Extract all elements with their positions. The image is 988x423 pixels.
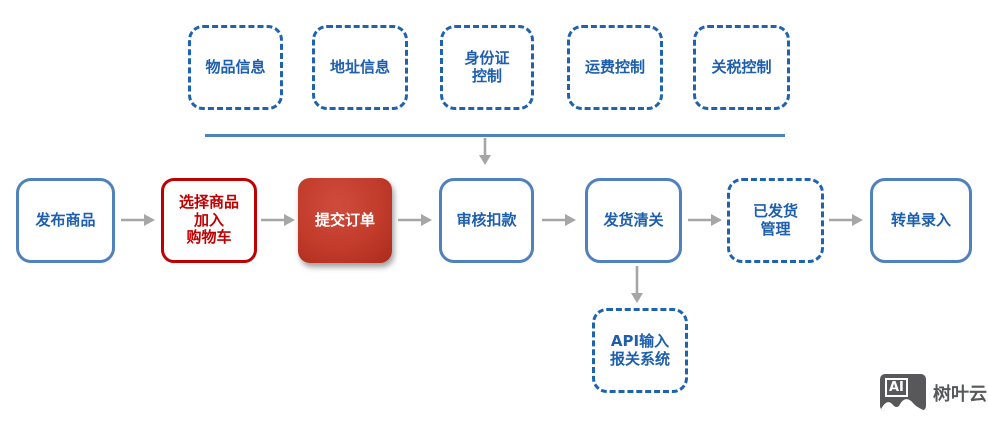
feature-node-label: 物品信息 xyxy=(205,57,266,76)
feature-node-label: 关税控制 xyxy=(711,57,772,76)
arrow-right-icon xyxy=(398,214,432,226)
flow-node-transfer-entry: 转单录入 xyxy=(870,178,972,263)
flow-node-publish-product: 发布商品 xyxy=(16,178,115,263)
feature-node-label: 运费控制 xyxy=(584,57,645,76)
flow-node-api-customs-system: API输入 报关系统 xyxy=(592,308,688,393)
feature-node-tariff-control: 关税控制 xyxy=(693,25,790,110)
arrow-right-icon xyxy=(542,214,576,226)
brand-logo: AI 树叶云 xyxy=(880,374,987,411)
feature-node-id-control: 身份证 控制 xyxy=(440,25,534,110)
flow-node-review-deduct: 审核扣款 xyxy=(439,178,534,263)
feature-node-item-info: 物品信息 xyxy=(188,25,283,110)
flow-node-label: 发货清关 xyxy=(603,210,664,229)
arrow-right-icon xyxy=(121,214,155,226)
arrow-right-icon xyxy=(688,214,722,226)
feature-node-address-info: 地址信息 xyxy=(312,25,408,110)
brand-name: 树叶云 xyxy=(933,383,987,405)
flow-node-submit-order: 提交订单 xyxy=(298,178,392,263)
arrow-down-icon xyxy=(479,138,491,165)
flow-node-add-to-cart: 选择商品 加入 购物车 xyxy=(161,178,257,263)
flow-node-label: 审核扣款 xyxy=(456,210,517,229)
flow-node-label: 已发货 管理 xyxy=(752,201,798,238)
brand-logo-icon: AI xyxy=(880,374,926,411)
flow-node-label: 发布商品 xyxy=(35,210,96,229)
logo-ai-text: AI xyxy=(885,378,908,397)
flow-node-label: 提交订单 xyxy=(314,210,375,229)
flow-node-label: 转单录入 xyxy=(890,210,951,229)
arrow-right-icon xyxy=(261,214,295,226)
arrow-right-icon xyxy=(829,214,863,226)
flow-node-shipped-management: 已发货 管理 xyxy=(727,178,824,263)
mountains-icon xyxy=(880,399,926,411)
flow-node-label: 选择商品 加入 购物车 xyxy=(178,192,239,247)
feature-node-label: 身份证 控制 xyxy=(464,48,510,85)
connector-line xyxy=(205,134,785,137)
feature-node-label: 地址信息 xyxy=(329,57,390,76)
flow-node-label: API输入 报关系统 xyxy=(609,331,670,368)
feature-node-freight-control: 运费控制 xyxy=(567,25,663,110)
flow-node-ship-customs: 发货清关 xyxy=(585,178,682,263)
arrow-down-icon xyxy=(631,266,643,303)
